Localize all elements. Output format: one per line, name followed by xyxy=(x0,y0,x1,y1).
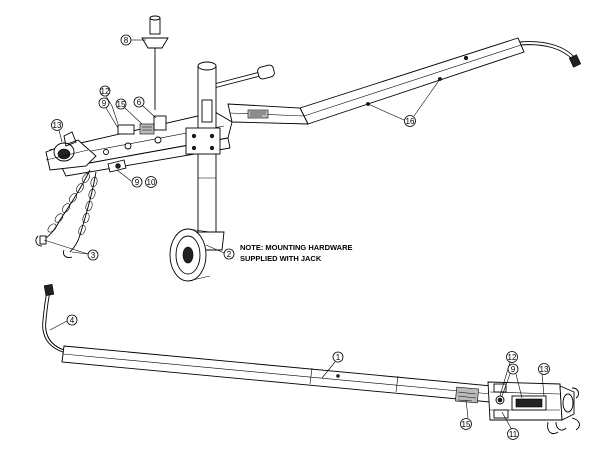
callout-13-top: 13 xyxy=(53,121,62,130)
jack-tube xyxy=(185,61,221,247)
tongue-tube xyxy=(227,37,525,125)
coupler xyxy=(45,131,97,171)
callout-2: 2 xyxy=(227,250,232,259)
callouts-top: 8 12 9 15 6 13 9 10 3 2 xyxy=(43,34,441,261)
callout-1: 1 xyxy=(336,353,341,362)
wire-plug-bottom xyxy=(42,284,67,354)
jack-crank xyxy=(213,64,275,89)
note-line-2: SUPPLIED WITH JACK xyxy=(240,254,322,263)
callout-9-bottom: 9 xyxy=(511,365,516,374)
top-assembly xyxy=(35,15,582,282)
callout-13-bottom: 13 xyxy=(540,365,549,374)
callout-12-top: 12 xyxy=(101,87,110,96)
callout-9-top: 9 xyxy=(102,99,107,108)
note-line-1: NOTE: MOUNTING HARDWARE xyxy=(240,243,353,252)
callout-10: 10 xyxy=(147,178,156,187)
decal-bottom xyxy=(455,386,479,404)
bolt-hardware xyxy=(107,159,127,173)
callout-6: 6 xyxy=(137,98,142,107)
callout-3: 3 xyxy=(91,251,96,260)
callout-8: 8 xyxy=(124,36,129,45)
safety-chains xyxy=(35,169,98,258)
callouts-bottom: 4 1 12 9 13 15 11 xyxy=(49,314,550,440)
tongue-tube-bottom xyxy=(61,345,493,403)
callout-12-bottom: 12 xyxy=(508,353,517,362)
callout-16: 16 xyxy=(406,117,415,126)
wire-plug-top xyxy=(519,41,582,68)
callout-4: 4 xyxy=(70,316,75,325)
callout-11: 11 xyxy=(509,430,518,439)
callout-15-top: 15 xyxy=(117,100,126,109)
pin-clip xyxy=(141,15,169,110)
callout-15-bottom: 15 xyxy=(462,420,471,429)
jack-wheel xyxy=(169,228,225,282)
callout-9-mid: 9 xyxy=(135,178,140,187)
bottom-assembly xyxy=(42,284,580,434)
